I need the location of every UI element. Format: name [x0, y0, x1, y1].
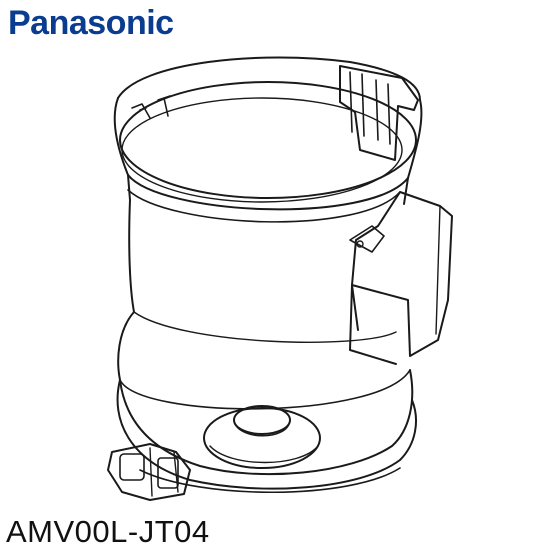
container-mid-ring	[121, 97, 403, 203]
container-body-left	[128, 199, 135, 313]
bottom-valve-outer	[203, 407, 321, 469]
container-top-rim-inner	[119, 81, 417, 199]
side-clip	[349, 225, 385, 253]
bottom-latch	[107, 443, 191, 501]
container-top-rim-outer	[117, 56, 421, 101]
container-base	[116, 379, 417, 490]
container-body-right	[351, 284, 359, 331]
part-code-label: AMV00L-JT04	[6, 514, 210, 549]
handle-block	[339, 65, 419, 161]
bottom-valve-inner	[233, 405, 291, 435]
container-upper-band	[127, 174, 409, 211]
brand-logo: Panasonic	[8, 4, 174, 42]
container-lower-bowl	[117, 311, 414, 476]
side-attachment-box	[351, 191, 453, 357]
